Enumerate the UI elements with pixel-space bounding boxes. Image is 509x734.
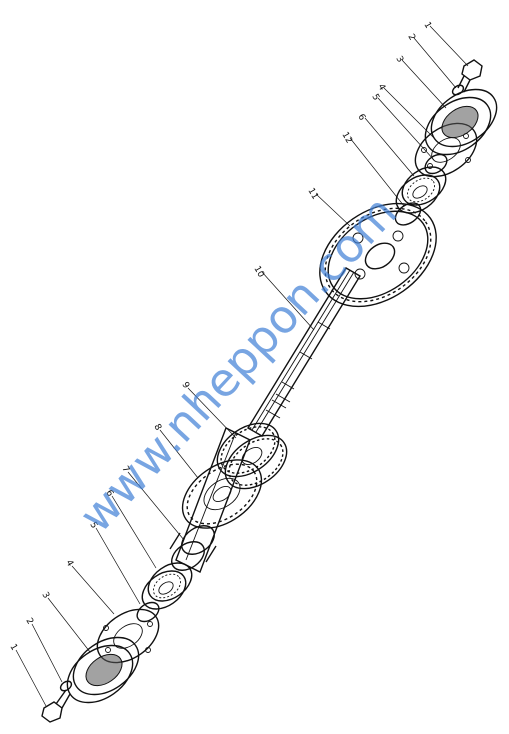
callout-1-bottom: 1 bbox=[7, 643, 19, 653]
gear-9 bbox=[216, 422, 288, 490]
callout-4-bottom: 4 bbox=[63, 559, 75, 569]
upper-end-cover-3 bbox=[424, 88, 498, 156]
bushing-7 bbox=[169, 525, 217, 571]
upper-spacer-12 bbox=[394, 202, 422, 226]
lower-washer-2 bbox=[59, 680, 73, 692]
callout-12: 12 bbox=[339, 131, 353, 146]
upper-washer-2 bbox=[451, 84, 465, 96]
callout-5-bottom: 5 bbox=[87, 521, 99, 531]
gear-8 bbox=[181, 459, 263, 529]
callout-labels: 1 2 3 4 5 6 12 11 10 9 8 7 6 5 4 3 2 1 bbox=[7, 21, 433, 653]
main-shaft bbox=[247, 267, 361, 437]
lower-bearing-6 bbox=[141, 562, 193, 610]
callout-11: 11 bbox=[305, 187, 319, 202]
callout-6-top: 6 bbox=[355, 113, 367, 123]
callout-3-top: 3 bbox=[393, 55, 405, 65]
callout-4-top: 4 bbox=[375, 83, 387, 93]
callout-3-bottom: 3 bbox=[39, 591, 51, 601]
callout-7: 7 bbox=[119, 465, 131, 475]
callout-6-bottom: 6 bbox=[103, 489, 115, 499]
lower-bolt-1 bbox=[41, 689, 71, 723]
watermark-text: www.nheppon.com bbox=[69, 185, 408, 542]
leader-lines bbox=[15, 25, 469, 707]
callout-10: 10 bbox=[251, 265, 266, 280]
callout-5-top: 5 bbox=[369, 93, 381, 103]
callout-2-top: 2 bbox=[405, 33, 417, 43]
lower-snap-ring-5 bbox=[136, 601, 160, 623]
upper-gasket-4 bbox=[414, 122, 478, 178]
callout-9: 9 bbox=[179, 381, 191, 391]
callout-8: 8 bbox=[151, 423, 163, 433]
callout-2-bottom: 2 bbox=[23, 617, 35, 627]
upper-bolt-1 bbox=[457, 59, 483, 93]
upper-bearing-6 bbox=[395, 166, 447, 214]
large-gear-11 bbox=[319, 202, 437, 308]
lower-end-cover-3 bbox=[66, 636, 140, 704]
callout-1-top: 1 bbox=[421, 21, 433, 31]
